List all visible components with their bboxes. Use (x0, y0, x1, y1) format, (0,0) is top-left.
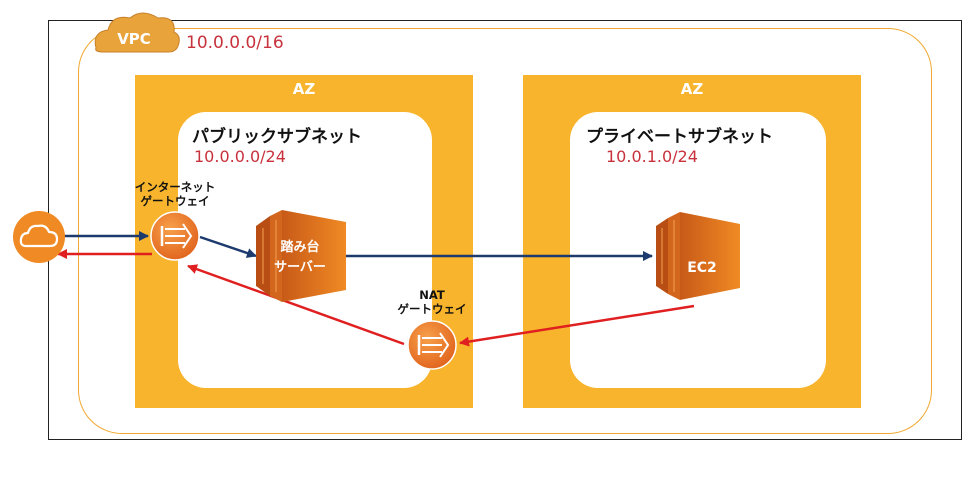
cloud-icon (13, 211, 65, 263)
igw-to-bastion-arrow (199, 235, 257, 258)
ec2-instance-icon: 踏み台 サーバー (256, 210, 346, 302)
internet-gateway-label-line1: インターネット (134, 180, 216, 194)
public-subnet-title: パブリックサブネット (192, 127, 362, 147)
bastion-label-line2: サーバー (274, 260, 326, 275)
public-subnet-cidr: 10.0.0.0/24 (194, 147, 286, 166)
gateway-icon (150, 211, 200, 261)
internet-gateway-label-line2: ゲートウェイ (140, 194, 210, 208)
nat-gateway-label: NAT ゲートウェイ (380, 288, 484, 316)
ec2-instance-icon: EC2 (656, 212, 740, 300)
vpc-cidr: 10.0.0.0/16 (186, 33, 284, 53)
nat-to-igw-arrow (187, 264, 405, 346)
traffic-arrows (57, 231, 695, 347)
public-az-label: AZ (292, 80, 316, 98)
ec2-to-nat-arrow (459, 304, 695, 347)
gateway-icon (407, 320, 457, 370)
bastion-label-line1: 踏み台 (280, 239, 319, 255)
ec2-label: EC2 (687, 260, 717, 276)
vpc-badge: VPC (94, 12, 180, 53)
private-az-label: AZ (680, 80, 704, 98)
private-subnet-cidr: 10.0.1.0/24 (606, 147, 698, 166)
vpc-boundary (78, 28, 932, 434)
nat-gateway-label-line2: ゲートウェイ (397, 302, 467, 316)
nat-gateway-label-line1: NAT (419, 288, 445, 302)
vpc-badge-label: VPC (117, 30, 151, 48)
internet-gateway-label: インターネット ゲートウェイ (120, 180, 230, 208)
private-subnet-title: プライベートサブネット (586, 127, 773, 147)
